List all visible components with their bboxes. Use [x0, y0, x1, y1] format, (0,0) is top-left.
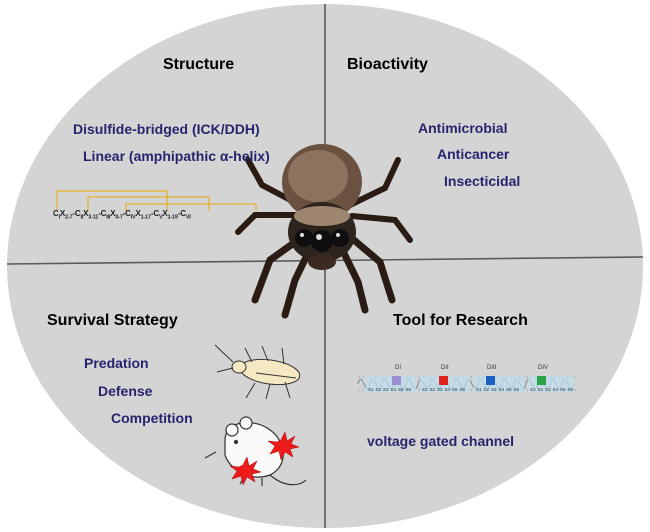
segment-label: S3 — [545, 387, 551, 392]
segment-label: S1 — [368, 387, 374, 392]
bioactivity-item: Anticancer — [437, 146, 510, 162]
survival-item: Predation — [84, 355, 149, 371]
segment-label: S6 — [513, 387, 520, 392]
domain-IV-marker — [537, 376, 546, 385]
structure-item: Linear (amphipathic α-helix) — [83, 148, 270, 164]
structure-item: Disulfide-bridged (ICK/DDH) — [73, 121, 260, 137]
domain-III-marker — [486, 376, 495, 385]
segment-label: S3 — [491, 387, 497, 392]
domain-label: DIV — [538, 365, 549, 371]
burst-icon — [229, 431, 300, 486]
segment-label: S5 — [398, 387, 404, 392]
segment-label: S2 — [483, 387, 490, 392]
tool-for-research-title: Tool for Research — [393, 312, 528, 329]
segment-label: S4 — [552, 387, 559, 392]
segment-label: S4 — [390, 387, 397, 392]
domain-label: DII — [441, 365, 449, 371]
domain-label: DIII — [487, 365, 497, 371]
survival-item: Competition — [111, 410, 193, 426]
segment-label: S6 — [405, 387, 412, 392]
segment-label: S6 — [567, 387, 574, 392]
domain-label: DI — [395, 365, 401, 371]
segment-label: S3 — [383, 387, 389, 392]
survival-strategy-title: Survival Strategy — [47, 312, 178, 329]
cysteine-pattern-formula: CIX2-7-CIIX3-11-CIIIX0-7-CIVX1-17-CVX1-1… — [53, 209, 191, 221]
voltage-gated-channel-caption: voltage gated channel — [367, 433, 515, 449]
bioactivity-title: Bioactivity — [347, 56, 428, 73]
bioactivity-item: Antimicrobial — [418, 120, 508, 136]
segment-label: S2 — [537, 387, 544, 392]
segment-label: S5 — [506, 387, 512, 392]
segment-label: S5 — [452, 387, 458, 392]
segment-label: S4 — [444, 387, 451, 392]
segment-label: S2 — [429, 387, 436, 392]
cockroach-icon — [214, 344, 301, 400]
segment-label: S1 — [422, 387, 428, 392]
bioactivity-item: Insecticidal — [444, 173, 521, 189]
domain-I-marker — [392, 376, 401, 385]
voltage-gated-channel-diagram — [357, 376, 578, 392]
disulfide-bridge-diagram — [56, 190, 257, 211]
segment-label: S1 — [530, 387, 536, 392]
domain-II-marker — [439, 376, 448, 385]
spider-photo — [235, 144, 413, 319]
segment-label: S3 — [437, 387, 443, 392]
structure-title: Structure — [163, 56, 235, 73]
segment-label: S6 — [459, 387, 466, 392]
segment-label: S2 — [375, 387, 382, 392]
segment-label: S1 — [476, 387, 482, 392]
segment-label: S5 — [560, 387, 566, 392]
segment-label: S4 — [498, 387, 505, 392]
survival-item: Defense — [98, 383, 153, 399]
